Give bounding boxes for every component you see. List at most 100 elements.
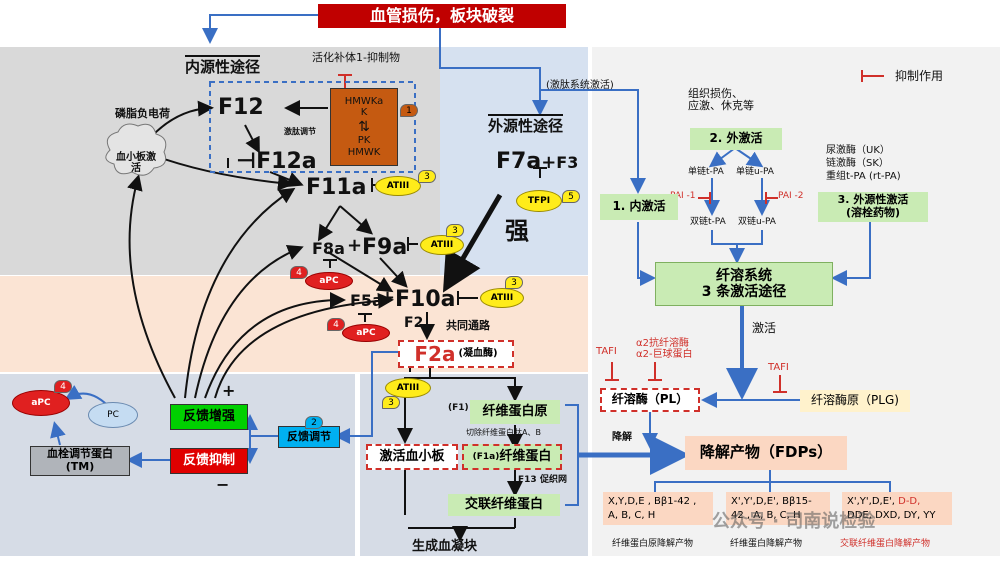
badge-3-icon: 3 [505,276,523,289]
badge-4-icon: 4 [54,380,72,393]
exchange-arrows-icon: ⇅ [358,118,370,135]
antiplasmin-label: α2抗纤溶酶 α2-巨球蛋白 [636,338,693,360]
plus-f8-f9: + [347,235,363,256]
fdp3-part-a: X',Y',D,E', [847,496,899,507]
fdp1-caption: 纤维蛋白原降解产物 [612,539,694,549]
fdp3-box: X',Y',D,E', D-D, DDE, DXD, DY, YY [842,492,952,525]
complement-label: 活化补体1-抑制物 [312,51,400,64]
pc-ellipse: PC [88,402,138,428]
fdp3-caption: 交联纤维蛋白降解产物 [840,539,931,549]
tfpi-ellipse: TFPI [516,190,562,212]
fdp-box: 降解产物（FDPs） [685,436,847,470]
badge-4-icon: 4 [290,266,308,279]
atiii-ellipse: ATIII [480,288,524,308]
intrinsic-heading: 内源性途径 [185,55,261,76]
dc-tpa-label: 双链t-PA [690,217,726,227]
f1-label: (F1) [448,403,469,413]
cleave-label: 切除纤维蛋白肽A、B [466,428,541,437]
f5a-label: F5a [350,291,383,310]
f12a-text: F12a [256,149,317,174]
feedback-regulate-box: 反馈调节 [278,426,340,448]
badge-3-icon: 3 [382,396,400,409]
drugs-label: 尿激酶（UK） 链激酶（SK） 重组t-PA (rt-PA) [826,145,901,182]
clot-result-label: 生成血凝块 [412,539,478,554]
kinin-box: HMWKa K ⇅ PK HMWK [330,88,398,166]
plus-sign: + [222,381,236,400]
badge-3-icon: 3 [446,224,464,237]
badge-1-icon: 1 [400,104,418,117]
badge-3-icon: 3 [418,170,436,183]
badge-5-icon: 5 [562,190,580,203]
f2a-box: F2a (凝血酶) [398,340,514,368]
apc-ellipse: aPC [305,272,353,290]
activated-platelet-box: 激活血小板 [366,444,458,470]
f9a-label: F9a [362,235,408,260]
phospholipid-label: 磷脂负电荷 [115,107,170,120]
f3-text: F3 [556,153,579,172]
f12-label: F12 [218,95,264,120]
inhibition-legend: 抑制作用 [895,69,944,83]
minus-sign: − [216,475,230,494]
badge-2-icon: 2 [305,416,323,429]
f12a-label: ⊣F12a [236,149,317,174]
plus-f7-f3: + [541,152,557,173]
pai1-label: PAI -1 [670,191,696,201]
platelet-label: 血小板激活 [116,152,156,174]
fdp2-caption: 纤维蛋白降解产物 [730,539,803,549]
plus-f5-f10: + [380,287,396,308]
f2a-text: F2a [414,341,456,366]
external-activation-box: 2. 外激活 [690,128,782,150]
fibrinogen-box: 纤维蛋白原 [470,400,560,424]
apc-ellipse: aPC [342,324,390,342]
fdp3-part-b: D-D, [898,496,921,507]
apc-ellipse: aPC [12,390,70,416]
atiii-ellipse: ATIII [375,176,421,196]
f7a-label: F7a+F3 [496,149,579,174]
activate-label: 激活 [752,321,777,335]
plasminogen-box: 纤溶酶原（PLG) [800,390,910,412]
degrade-label: 降解 [612,432,632,443]
f7a-text: F7a [496,149,542,174]
exogenous-activation-box: 3. 外源性激活 (溶栓药物) [818,192,928,222]
f10a-label: F10a [395,287,456,312]
watermark: 公众号 · 司南说检验 [712,511,876,532]
strong-label: 强 [505,217,529,245]
sc-tpa-label: 单链t-PA [688,167,724,177]
plasmin-box: 纤溶酶（PL） [600,388,700,412]
tissue-damage-label: 组织损伤、 应激、休克等 [688,87,754,113]
kinin-item: K [360,107,368,119]
f8a-label: F8a [312,239,345,258]
sc-upa-label: 单链u-PA [736,167,774,177]
f13-label: F13 [518,475,537,485]
fdp3-part-c: DDE, DXD, DY, YY [847,509,936,521]
kinin-activation-label: (激肽系统激活) [546,80,614,91]
tafi2-label: TAFI [768,362,789,373]
mesh-label: 促织网 [540,475,568,485]
title-banner: 血管损伤，板块破裂 [318,4,566,28]
fdp1-box: X,Y,D,E , Bβ1-42 , A, B, C, H [603,492,713,525]
f2-label: F2 [404,315,424,331]
kinin-item: PK [357,135,371,147]
common-pathway-label: 共同通路 [446,319,490,332]
fdp2-box: X',Y',D,E', Bβ15- 42 , A, B, C, H [726,492,830,525]
fibrinolysis-system-box: 纤溶系统 3 条激活途径 [655,262,833,306]
extrinsic-region [440,47,588,275]
kinin-item: HMWKa [344,95,384,107]
fibrin-text: 纤维蛋白 [499,448,552,464]
thrombin-text: (凝血酶) [458,348,498,360]
feedback-suppress-box: 反馈抑制 [170,448,248,474]
pai2-label: PAI -2 [778,191,804,201]
badge-4-icon: 4 [327,318,345,331]
atiii-ellipse: ATIII [385,378,431,398]
f11a-label: F11a [306,175,367,200]
dc-upa-label: 双链u-PA [738,217,776,227]
atiii-ellipse: ATIII [420,235,464,255]
extrinsic-heading: 外源性途径 [488,114,564,135]
title-text: 血管损伤，板块破裂 [369,5,514,25]
f1a-text: (F1a) [472,451,500,462]
tafi-label: TAFI [596,346,617,357]
internal-activation-box: 1. 内激活 [600,194,678,220]
tm-box: 血栓调节蛋白 (TM) [30,446,130,476]
kinin-item: HMWK [347,146,381,158]
